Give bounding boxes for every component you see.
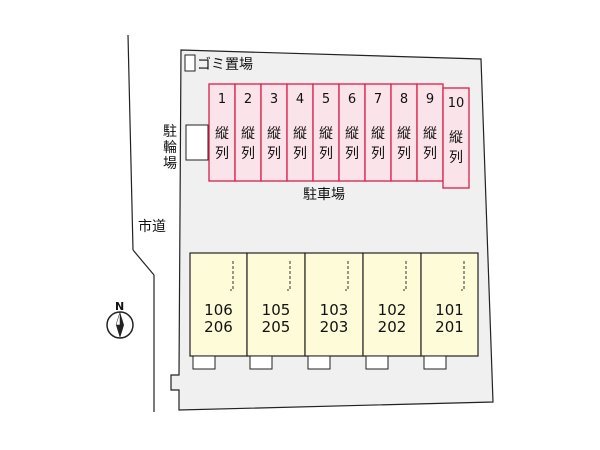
parking-space: 10 縦列 xyxy=(442,87,470,189)
unit-upper-number: 101 xyxy=(435,301,464,319)
unit-balcony xyxy=(307,355,331,370)
parking-space-type-char: 縦 xyxy=(215,126,229,142)
parking-space-type-char: 縦 xyxy=(371,126,385,142)
parking-space-type-char: 縦 xyxy=(423,126,437,142)
unit-lower-number: 203 xyxy=(320,318,349,336)
north-compass-icon: N xyxy=(106,300,134,339)
parking-space-type-char: 列 xyxy=(371,146,385,162)
parking-label: 駐車場 xyxy=(303,186,345,203)
parking-space-type-char: 縦 xyxy=(449,130,463,146)
parking-space-type-char: 列 xyxy=(397,146,411,162)
unit-partition xyxy=(230,261,234,291)
parking-space: 6 縦列 xyxy=(338,83,366,182)
parking-space-number: 8 xyxy=(400,92,408,107)
parking-space-type-char: 列 xyxy=(215,146,229,162)
parking-space: 3 縦列 xyxy=(260,83,288,182)
road-label: 市道 xyxy=(138,218,166,235)
parking-space-outline xyxy=(208,83,236,182)
unit-lower-number: 205 xyxy=(262,318,291,336)
bicycle-label-char: 駐 xyxy=(163,124,177,140)
unit-upper-number: 106 xyxy=(204,301,233,319)
parking-space-type-char: 縦 xyxy=(319,126,333,142)
bicycle-parking-label: 駐 輪 場 xyxy=(163,124,177,172)
parking-space: 4 縦列 xyxy=(286,83,314,182)
unit-upper-number: 103 xyxy=(320,301,349,319)
unit-outline xyxy=(420,252,479,357)
parking-space-type-char: 縦 xyxy=(241,126,255,142)
unit-upper-number: 105 xyxy=(262,301,291,319)
parking-space-type-char: 列 xyxy=(423,146,437,162)
parking-space-type-char: 縦 xyxy=(345,126,359,142)
parking-space-type-char: 列 xyxy=(293,146,307,162)
garbage-label: ゴミ置場 xyxy=(197,56,253,73)
parking-space-type-char: 縦 xyxy=(293,126,307,142)
unit-upper-number: 102 xyxy=(378,301,407,319)
parking-space-type-char: 列 xyxy=(241,146,255,162)
parking-space-outline xyxy=(338,83,366,182)
parking-space-outline xyxy=(312,83,340,182)
parking-space-number: 2 xyxy=(244,92,252,107)
parking-space-outline xyxy=(390,83,418,182)
parking-space-type-char: 縦 xyxy=(397,126,411,142)
unit-partition xyxy=(345,261,349,291)
parking-space-type-char: 列 xyxy=(345,146,359,162)
unit-lower-number: 206 xyxy=(204,318,233,336)
unit-lower-number: 202 xyxy=(378,318,407,336)
bicycle-parking-box xyxy=(185,124,209,161)
parking-space-outline xyxy=(286,83,314,182)
unit-partition xyxy=(461,261,465,291)
bicycle-label-char: 場 xyxy=(163,156,177,172)
parking-space-number: 10 xyxy=(448,96,465,111)
parking-space: 9 縦列 xyxy=(416,83,444,182)
unit-balcony xyxy=(192,355,216,370)
unit-outline xyxy=(189,252,248,357)
parking-space-number: 3 xyxy=(270,92,278,107)
unit-partition xyxy=(287,261,291,291)
unit-outline xyxy=(362,252,422,357)
parking-space: 2 縦列 xyxy=(234,83,262,182)
road xyxy=(127,34,155,412)
parking-space-outline xyxy=(364,83,392,182)
parking-space-number: 1 xyxy=(218,92,226,107)
parking-space: 8 縦列 xyxy=(390,83,418,182)
parking-space-number: 6 xyxy=(348,92,356,107)
parking-space-number: 5 xyxy=(322,92,330,107)
parking-space-type-char: 列 xyxy=(319,146,333,162)
parking-space: 5 縦列 xyxy=(312,83,340,182)
parking-space: 1 縦列 xyxy=(208,83,236,182)
compass-north-label: N xyxy=(115,300,124,313)
parking-space-type-char: 列 xyxy=(449,150,463,166)
parking-space-type-char: 列 xyxy=(267,146,281,162)
unit-partition xyxy=(403,261,407,291)
parking-space: 7 縦列 xyxy=(364,83,392,182)
parking-space-number: 9 xyxy=(426,92,434,107)
parking-space-number: 4 xyxy=(296,92,304,107)
unit-balcony xyxy=(365,355,389,370)
unit-balcony xyxy=(423,355,447,370)
unit-outline xyxy=(246,252,306,357)
parking-space-type-char: 縦 xyxy=(267,126,281,142)
unit-lower-number: 201 xyxy=(435,318,464,336)
parking-space-outline xyxy=(416,83,444,182)
parking-space-outline xyxy=(442,87,470,189)
parking-space-outline xyxy=(260,83,288,182)
garbage-box xyxy=(184,54,196,72)
unit-outline xyxy=(304,252,364,357)
bicycle-label-char: 輪 xyxy=(163,139,177,156)
parking-space-number: 7 xyxy=(374,92,382,107)
unit-balcony xyxy=(249,355,273,370)
